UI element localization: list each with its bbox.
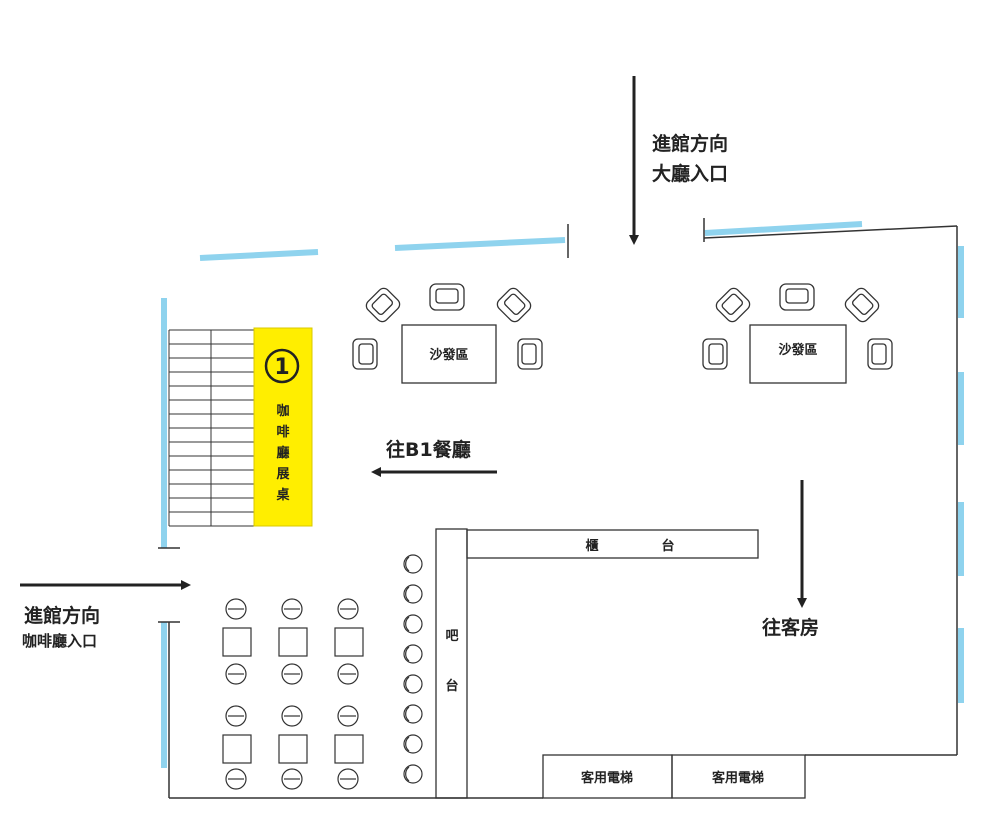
bar-counter-char-1: 吧 — [445, 629, 458, 644]
window-top-1 — [199, 249, 319, 261]
bar-counter: 吧 台 — [435, 528, 468, 799]
elevator-2-label: 客用電梯 — [712, 770, 764, 786]
stairs — [168, 329, 254, 527]
reception-counter-char-2: 台 — [661, 538, 674, 554]
exhibition-char-2: 啡 — [276, 424, 289, 440]
exhibition-table-box — [253, 327, 313, 527]
sofa-table-left — [401, 324, 497, 384]
exhibition-table: 1 咖 啡 廳 展 桌 — [253, 327, 313, 527]
sofa-table-right — [749, 324, 847, 384]
exhibition-number: 1 — [274, 355, 289, 380]
walls — [158, 218, 958, 799]
guest-rooms-label: 往客房 — [762, 616, 819, 639]
exhibition-number-circle — [264, 348, 300, 384]
windows — [161, 221, 964, 768]
sofa-area-left-label: 沙發區 — [429, 347, 468, 363]
exhibition-char-1: 咖 — [276, 403, 289, 419]
exhibition-char-5: 桌 — [276, 487, 290, 503]
cafe-entrance-line1: 進館方向 — [24, 604, 100, 627]
window-top-2 — [394, 237, 566, 251]
bar-stools — [403, 554, 423, 784]
elevators: 客用電梯 客用電梯 — [542, 754, 806, 799]
cafe-entrance-line2: 咖啡廳入口 — [22, 632, 97, 650]
lobby-entrance-line2: 大廳入口 — [652, 162, 728, 185]
wall-top-right — [703, 225, 958, 239]
exhibition-char-3: 廳 — [276, 445, 289, 461]
exhibition-char-4: 展 — [276, 467, 290, 482]
elevator-1-label: 客用電梯 — [581, 770, 633, 786]
bar-counter-box — [435, 528, 468, 799]
reception-counter-box — [466, 529, 759, 559]
window-top-3 — [704, 221, 863, 236]
cafe-seating — [222, 598, 364, 790]
bar-counter-char-2: 台 — [445, 678, 458, 694]
sofa-area-right-label: 沙發區 — [778, 342, 817, 358]
arrows — [20, 76, 807, 608]
reception-counter: 櫃 台 — [466, 529, 759, 559]
sofa-area-left — [352, 283, 543, 384]
reception-counter-char-1: 櫃 — [585, 538, 598, 554]
sofa-area-right — [702, 283, 893, 384]
lobby-entrance-line1: 進館方向 — [652, 132, 728, 155]
elevator-2-box — [671, 754, 806, 799]
b1-restaurant-label: 往B1餐廳 — [386, 438, 471, 461]
